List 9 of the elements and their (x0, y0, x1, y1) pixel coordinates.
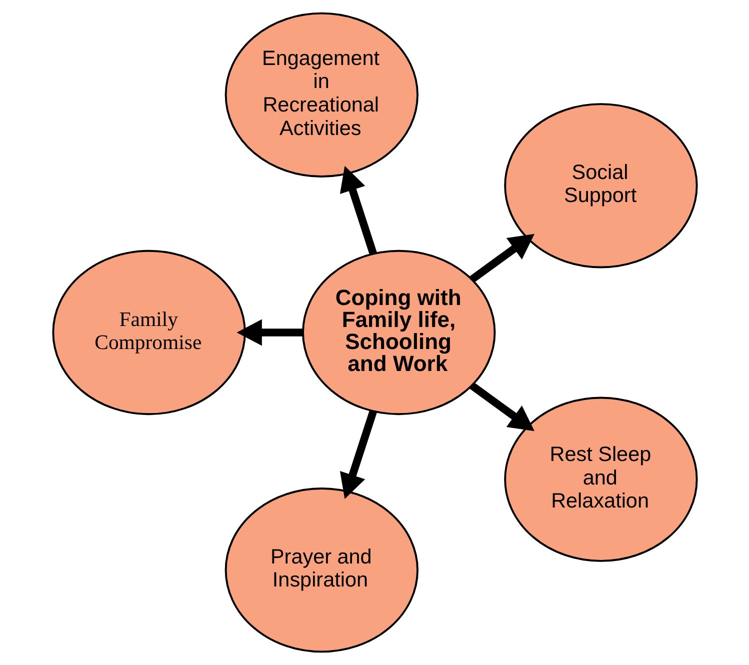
arrow (469, 382, 534, 432)
arrow (339, 410, 376, 500)
node-ellipse: Coping with Family life, Schooling and Work (302, 250, 496, 416)
node-ellipse: Prayer and Inspiration (224, 488, 418, 653)
node-ellipse: Engagement in Recreational Activities (224, 12, 418, 178)
arrow (469, 234, 534, 283)
node-ellipse: Family Compromise (52, 250, 246, 416)
arrow (236, 319, 302, 346)
arrow (339, 166, 376, 255)
